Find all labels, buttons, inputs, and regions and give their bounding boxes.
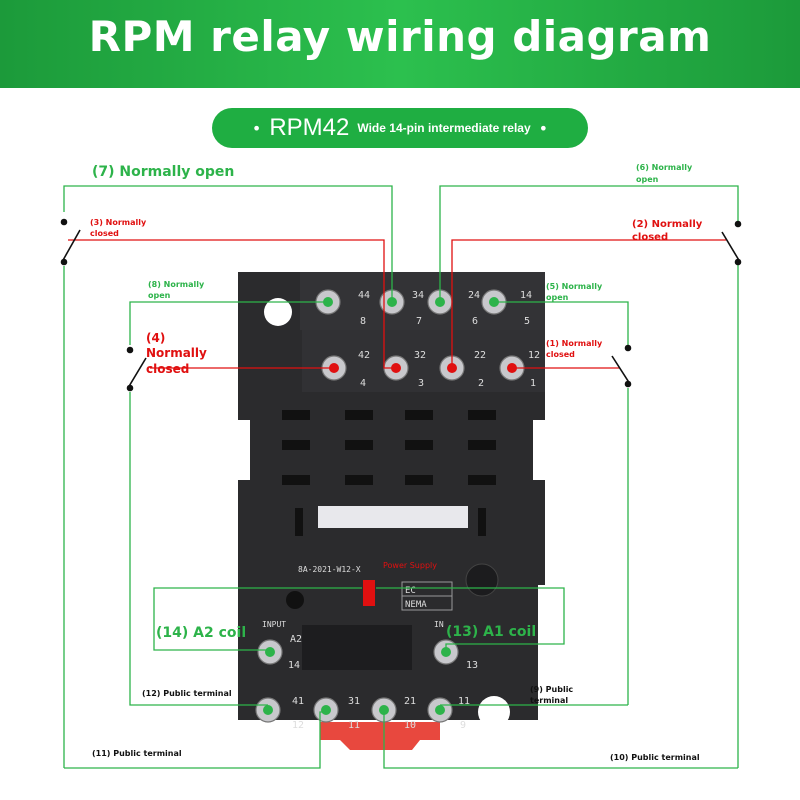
t-1: 1 [530, 378, 536, 389]
label-nc2-line2: closed [632, 232, 668, 243]
label-nc2-line1: (2) Normally [632, 219, 703, 230]
power-supply-label: Power Supply [383, 561, 437, 570]
label-nc1-line2: closed [546, 350, 575, 359]
label-no5-line2: open [546, 293, 569, 302]
input-label: INPUT [262, 620, 286, 629]
t-32: 32 [414, 350, 426, 361]
t-11: 11 [458, 696, 470, 707]
in-label: IN [434, 620, 444, 629]
label-pub9-line2: terminal [530, 696, 568, 705]
t-10: 10 [404, 720, 416, 731]
t-9: 9 [460, 720, 466, 731]
label-pub12: (12) Public terminal [142, 689, 232, 698]
green-wires [63, 185, 739, 769]
t-31: 31 [348, 696, 360, 707]
t-14: 14 [520, 290, 532, 301]
terminal-numbers: 44 34 24 14 8 7 6 5 42 32 22 12 4 3 2 1 … [288, 290, 540, 731]
label-a2-coil: (14) A2 coil [156, 625, 246, 641]
t-6: 6 [472, 316, 478, 327]
t-21: 21 [404, 696, 416, 707]
t-2: 2 [478, 378, 484, 389]
label-plate [318, 506, 468, 528]
label-pub11: (11) Public terminal [92, 749, 182, 758]
label-no7: (7) Normally open [92, 164, 234, 180]
model-name: RPM42 [269, 114, 350, 141]
release-clip [320, 722, 440, 750]
t-44: 44 [358, 290, 370, 301]
t-12-bottom: 12 [292, 720, 304, 731]
label-nc3-line2: closed [90, 229, 119, 238]
page-title: RPM relay wiring diagram [88, 12, 712, 61]
t-7: 7 [416, 316, 422, 327]
part-code: 8A-2021-W12-X [298, 565, 361, 574]
t-34: 34 [412, 290, 424, 301]
model-pill: • RPM42 Wide 14-pin intermediate relay • [212, 108, 588, 148]
label-no8-line1: (8) Normally [148, 280, 205, 289]
label-nc4-line1: (4) [146, 331, 165, 345]
label-pub9-line1: (9) Public [530, 685, 573, 694]
power-indicator [363, 580, 375, 606]
t-22: 22 [474, 350, 486, 361]
t-12: 12 [528, 350, 540, 361]
label-no6-line2: open [636, 175, 659, 184]
t-a2: A2 [290, 634, 302, 645]
t-4: 4 [360, 378, 366, 389]
mount-hole-br [478, 696, 510, 728]
t-8: 8 [360, 316, 366, 327]
relay-base [238, 272, 545, 750]
switch-symbols [60, 218, 742, 392]
t-24: 24 [468, 290, 480, 301]
t-13-coil: 13 [466, 660, 478, 671]
label-nc1-line1: (1) Normally [546, 339, 603, 348]
t-11-bottom: 11 [348, 720, 360, 731]
label-nc4-line3: closed [146, 362, 189, 376]
t-3: 3 [418, 378, 424, 389]
cert-ec: EC [405, 586, 416, 596]
cert-nema: NEMA [405, 600, 427, 610]
label-nc3-line1: (3) Normally [90, 218, 147, 227]
t-41: 41 [292, 696, 304, 707]
bullet-left: • [251, 118, 262, 138]
t-14-coil: 14 [288, 660, 300, 671]
bullet-right: • [538, 118, 549, 138]
title-banner: RPM relay wiring diagram [0, 0, 800, 88]
label-nc4-line2: Normally [146, 346, 207, 360]
t-42: 42 [358, 350, 370, 361]
label-a1-coil: (13) A1 coil [446, 624, 536, 640]
red-wires [68, 239, 726, 369]
label-no5-line1: (5) Normally [546, 282, 603, 291]
label-no6-line1: (6) Normally [636, 163, 693, 172]
label-pub10: (10) Public terminal [610, 753, 700, 762]
t-5: 5 [524, 316, 530, 327]
label-no8-line2: open [148, 291, 171, 300]
model-description: Wide 14-pin intermediate relay [357, 121, 531, 135]
